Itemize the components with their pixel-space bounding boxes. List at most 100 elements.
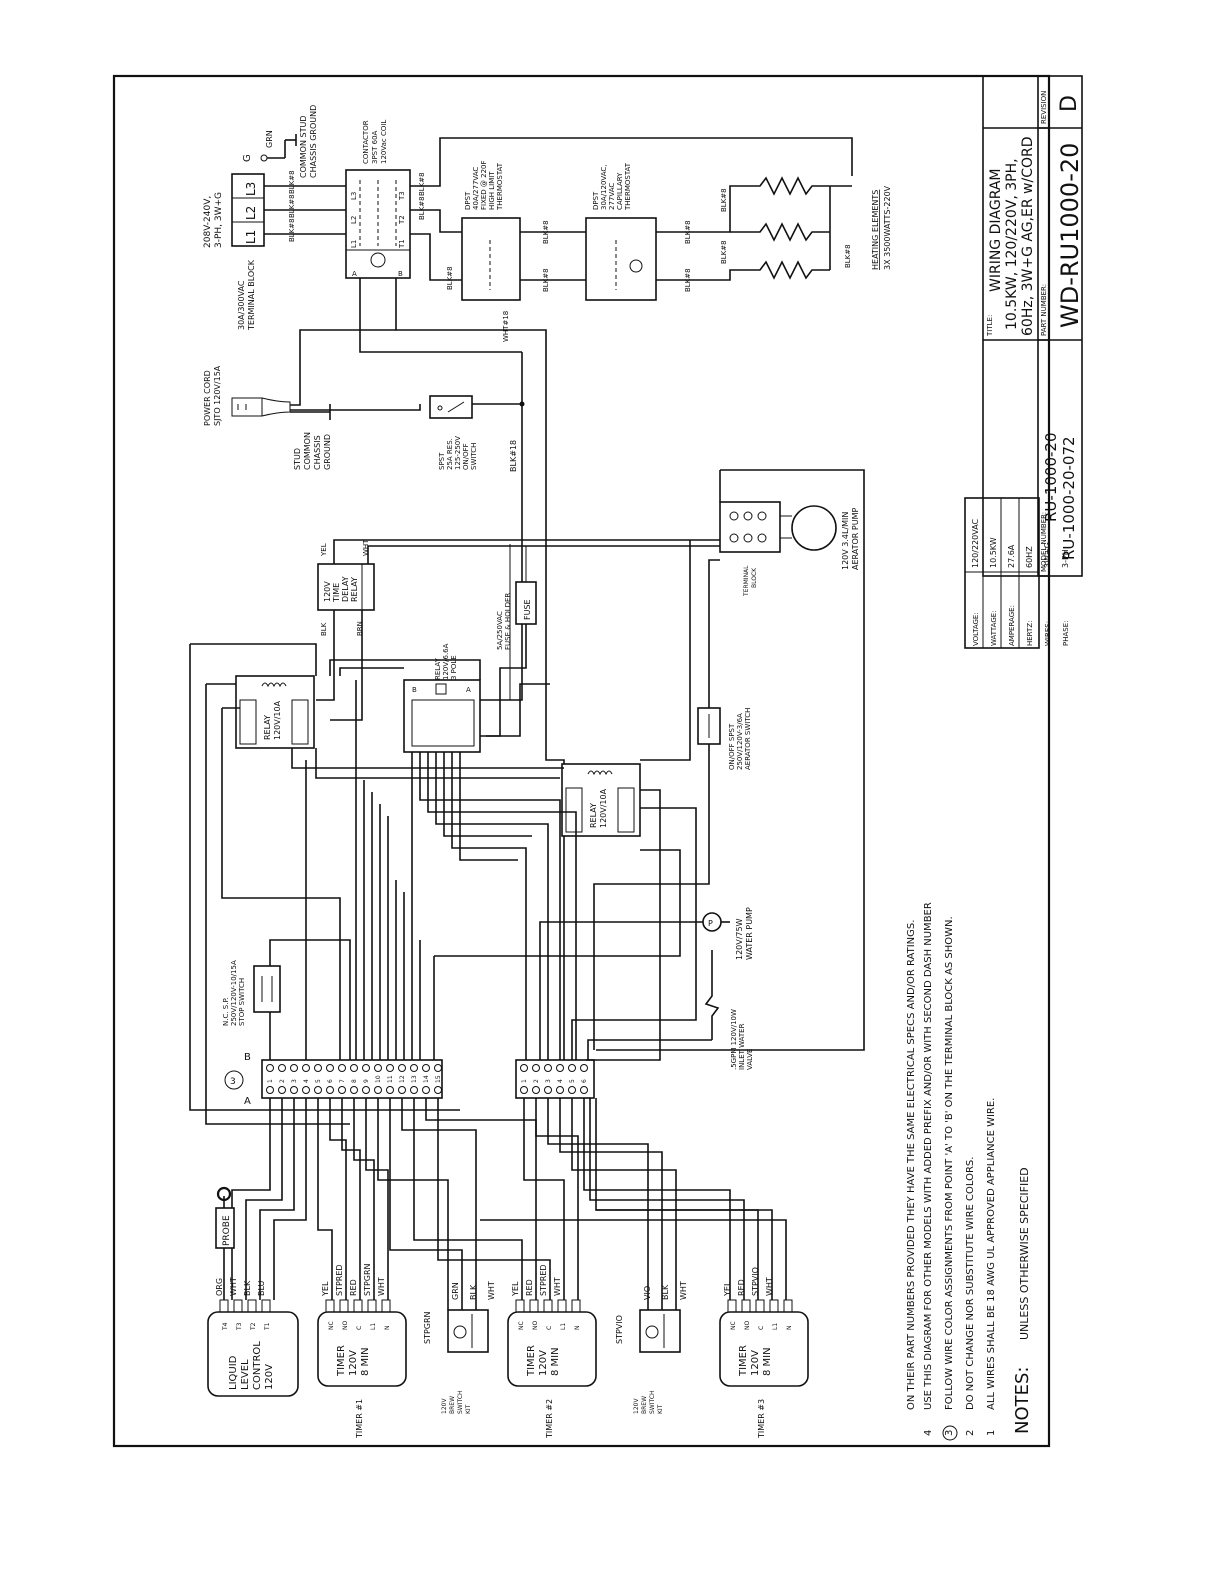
note3-circle [942, 1425, 958, 1441]
td-wire-wht: WHT [362, 539, 370, 556]
spec-value: 60HZ [1025, 546, 1034, 568]
main-terminal-block [261, 1059, 443, 1099]
tb-small-screw [532, 1086, 540, 1094]
tb-main-number: 14 [423, 1075, 430, 1083]
spst-on-off-switch [429, 395, 473, 419]
svg-text:A: A [466, 686, 471, 694]
tb-small-number: 1 [521, 1079, 528, 1083]
tb-small-screw [556, 1086, 564, 1094]
hi-limit-1: DPST [464, 191, 472, 210]
timer-pin-label: L1 [560, 1323, 567, 1330]
tb-main-number: 3 [291, 1079, 298, 1083]
stud-ground-3: CHASSIS [313, 435, 322, 470]
relay-3-pole [403, 679, 481, 753]
stop-sw-2: 250V/120V-10/15A [230, 960, 238, 1026]
timer-name: TIMER #2 [545, 1399, 554, 1439]
tb-small-number: 6 [581, 1079, 588, 1083]
tb-small-screw [580, 1064, 588, 1072]
timer-pin-label: C [546, 1326, 553, 1330]
common-stud-2: CHASSIS GROUND [309, 105, 318, 178]
fuse-2: FUSE & HOLDER [504, 593, 512, 650]
note3-marker [224, 1070, 244, 1090]
timer-label: 120V [348, 1350, 359, 1376]
spec-value: 3-PH [1061, 549, 1070, 568]
title-block: TITLE: WIRING DIAGRAM 10.5KW, 120/220V, … [982, 75, 1084, 577]
brew-wire-label: WHT [679, 1281, 688, 1300]
tb-main-number: 11 [387, 1075, 394, 1083]
timer-label: TIMER [526, 1345, 537, 1377]
brew-kit-label: 120V [441, 1398, 448, 1414]
aerator-sw-2: 250V/120V-3/6A [736, 713, 744, 770]
timer-label: TIMER [336, 1345, 347, 1377]
svg-text:B: B [412, 686, 417, 694]
aerator-pump-1: 120V 3.4L/MIN [841, 512, 850, 570]
tb-screw [398, 1086, 406, 1094]
control-section: 120V TIME DELAY RELAY YEL WHT BLK BRN FU… [189, 469, 865, 1125]
model-2: RU-1000-20-072 [1060, 436, 1078, 560]
tb-small-screw [520, 1086, 528, 1094]
high-limit-thermostat [461, 217, 521, 301]
brew-wire-label: GRN [451, 1282, 460, 1300]
tb-screw [314, 1064, 322, 1072]
svg-text:T2: T2 [398, 215, 406, 225]
blk8-t3: BLK#8 [418, 172, 426, 196]
timer-wire-label: STPRED [539, 1264, 548, 1296]
tb-screw [362, 1086, 370, 1094]
brew-switch-knob [645, 1325, 659, 1339]
stop-switch [253, 965, 281, 1013]
notes-title: NOTES: [1012, 1367, 1033, 1435]
tb-small-screw [568, 1064, 576, 1072]
aerator-terminal-block [719, 501, 781, 553]
tb-small-2: BLOCK [751, 567, 758, 588]
timer-terminal [783, 1299, 793, 1313]
timer-terminal [557, 1299, 567, 1313]
timer-label: 8 MIN [360, 1347, 371, 1376]
capillary-thermostat [585, 217, 657, 301]
timer-wire-label: YEL [511, 1281, 520, 1297]
revision-label: REVISION [1040, 91, 1048, 124]
probe-electrode [216, 1186, 232, 1202]
aerator-pump-motor [791, 505, 837, 551]
timer-wire-label: STPVIO [751, 1267, 760, 1296]
brew-wire-label: WHT [487, 1281, 496, 1300]
contactor-label-1: CONTACTOR [362, 120, 370, 164]
tb-small-screw [520, 1064, 528, 1072]
timer-wire-label: YEL [321, 1281, 330, 1297]
note-number: 2 [965, 1430, 976, 1436]
timer-label: 8 MIN [762, 1347, 773, 1376]
svg-text:L1: L1 [350, 240, 358, 248]
timer-pin-label: N [574, 1326, 581, 1331]
timer-pin-label: NO [744, 1321, 751, 1330]
probe-label: PROBE [222, 1215, 232, 1246]
timer-terminal [543, 1299, 553, 1313]
tb-screw [434, 1086, 442, 1094]
tb-screw [386, 1086, 394, 1094]
wht18-top: WHT#18 [502, 311, 510, 342]
model-label: MODEL NUMBER: [1040, 512, 1048, 572]
brew-kit-label: KIT [657, 1404, 664, 1414]
tb-small-screw [544, 1086, 552, 1094]
svg-text:P: P [708, 919, 713, 928]
brew-kit-label: SWITCH [457, 1390, 464, 1414]
tb-screw [434, 1064, 442, 1072]
terminal-l1: L1 [244, 230, 258, 244]
stud-ground-2: COMMON [303, 432, 312, 470]
timer-pin-label: L1 [772, 1323, 779, 1330]
llc-2: LEVEL [240, 1359, 251, 1390]
spec-label: PHASE: [1062, 621, 1070, 647]
tb-screw [278, 1064, 286, 1072]
timer-terminal [741, 1299, 751, 1313]
timer-terminal [727, 1299, 737, 1313]
timer-label: TIMER [738, 1345, 749, 1377]
blk8-cap-b: BLK#8 [684, 268, 692, 292]
tb-screw [290, 1064, 298, 1072]
tb-screw [266, 1064, 274, 1072]
llc-terminal [247, 1299, 257, 1313]
spec-label: AMPERAGE: [1008, 605, 1016, 646]
hi-limit-4: HIGH LIMIT [488, 171, 496, 210]
part-label: PART NUMBER: [1040, 284, 1048, 336]
